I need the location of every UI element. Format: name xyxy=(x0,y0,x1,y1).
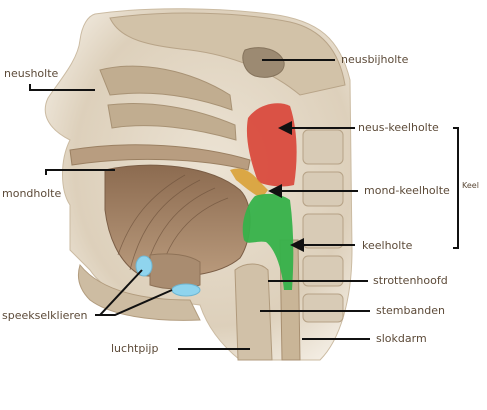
nasal-turbinates xyxy=(99,65,237,141)
skull-bone xyxy=(109,12,346,96)
label-slokdarm: slokdarm xyxy=(376,332,427,345)
salivary-gland-lower xyxy=(171,283,201,297)
oropharynx-region xyxy=(230,168,268,198)
arrow-neus-keelholte xyxy=(278,121,292,135)
label-luchtpijp: luchtpijp xyxy=(111,342,158,355)
label-mondholte: mondholte xyxy=(2,187,61,200)
label-mond-keelholte: mond-keelholte xyxy=(364,184,450,197)
label-neusbijholte: neusbijholte xyxy=(341,53,409,66)
arrow-mond-keelholte xyxy=(268,184,282,198)
bracket-keel xyxy=(453,127,459,249)
leader-speekselklieren-2 xyxy=(100,289,173,316)
label-stembanden: stembanden xyxy=(376,304,445,317)
trachea xyxy=(234,263,273,361)
label-strottenhoofd: strottenhoofd xyxy=(373,274,448,287)
arrow-keelholte xyxy=(290,238,304,252)
label-keelholte: keelholte xyxy=(362,239,413,252)
label-speekselklieren: speekselklieren xyxy=(2,309,87,322)
leader-lines xyxy=(29,59,459,350)
leader-mondholte xyxy=(45,169,115,175)
tongue xyxy=(104,164,251,278)
sinus-cavity xyxy=(242,47,285,78)
laryngopharynx-region xyxy=(242,193,294,290)
cervical-spine xyxy=(302,129,344,323)
label-neusholte: neusholte xyxy=(4,67,59,80)
leader-neusholte xyxy=(29,84,95,91)
nasopharynx-region xyxy=(246,103,297,187)
palate xyxy=(69,144,251,171)
label-keel: Keel xyxy=(462,181,479,190)
label-neus-keelholte: neus-keelholte xyxy=(358,121,439,134)
hyoid-area xyxy=(149,253,201,290)
